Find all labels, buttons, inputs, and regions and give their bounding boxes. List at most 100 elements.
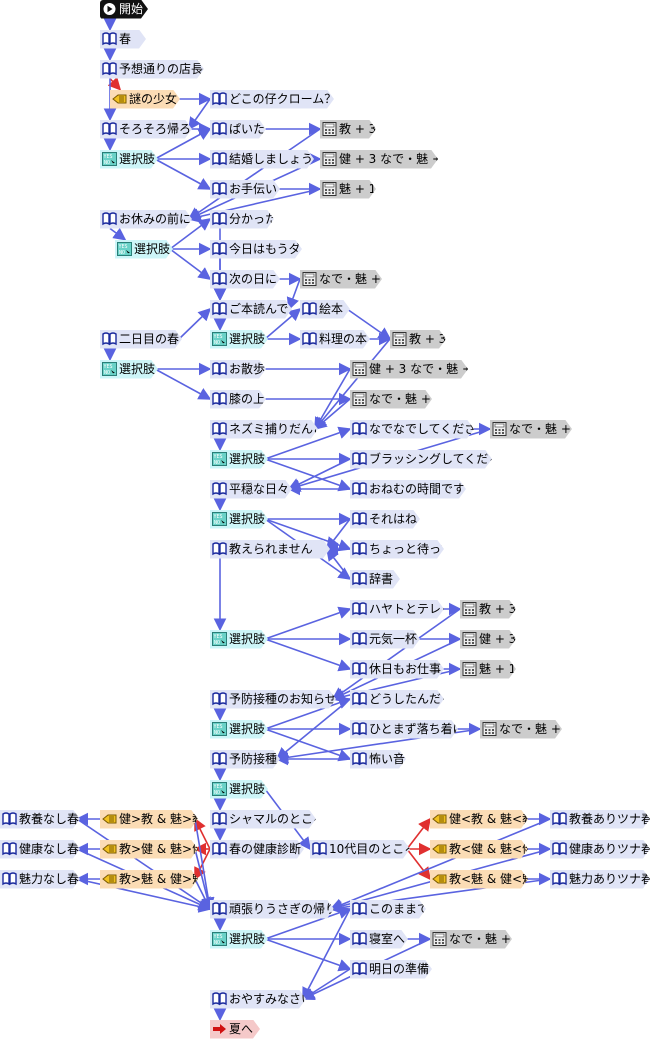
- scene-node[interactable]: それはね: [350, 510, 420, 529]
- scene-node[interactable]: 膝の上: [210, 390, 266, 409]
- book-icon: [352, 602, 367, 616]
- node-label: 選択肢: [119, 361, 156, 376]
- calc-node[interactable]: 教 + 3: [320, 120, 376, 139]
- scene-node[interactable]: 元気一杯: [350, 630, 420, 649]
- scene-node[interactable]: ちょっと待って: [350, 540, 444, 559]
- scene-node[interactable]: シャマルのところ: [210, 810, 316, 829]
- scene-node[interactable]: 教えられません: [210, 540, 330, 559]
- scene-node[interactable]: 予想通りの店長: [100, 60, 204, 79]
- calc-node[interactable]: 健 + 3 なで・魅 + 1: [320, 150, 438, 169]
- scene-node[interactable]: ブラッシングしてください: [350, 450, 492, 469]
- calc-node[interactable]: 教 + 3: [460, 600, 516, 619]
- node-label: 辞書: [369, 571, 394, 586]
- book-icon: [302, 302, 317, 316]
- calc-node[interactable]: なで・魅 + 1: [300, 270, 382, 289]
- scene-node[interactable]: 今日はもうダメ: [210, 240, 302, 259]
- scene-node[interactable]: おやすみなさい: [210, 990, 306, 1009]
- scene-node[interactable]: 寝室へ: [350, 930, 408, 949]
- branch-node[interactable]: 謎の少女: [110, 90, 180, 109]
- scene-node[interactable]: 魅力ありツナ春: [550, 870, 650, 889]
- branch-node[interactable]: 教<魅 & 健<魅: [430, 870, 528, 889]
- branch-node[interactable]: 健>教 & 魅>教: [100, 810, 198, 829]
- scene-node[interactable]: 魅力なし春: [0, 870, 80, 889]
- calc-node[interactable]: なで・魅 + 1: [480, 720, 562, 739]
- scene-node[interactable]: ぱいた: [210, 120, 266, 139]
- scene-node[interactable]: 健康なし春: [0, 840, 80, 859]
- calc-node[interactable]: なで・魅 + 1: [350, 390, 432, 409]
- scene-node[interactable]: そろそろ帰ろう: [100, 120, 192, 139]
- node-label: 教 + 3: [479, 601, 517, 616]
- scene-node[interactable]: お手伝い: [210, 180, 280, 199]
- book-icon: [352, 962, 367, 976]
- scene-node[interactable]: 二日目の春: [100, 330, 182, 349]
- node-label: 春: [119, 31, 132, 46]
- scene-node[interactable]: 料理の本: [300, 330, 370, 349]
- svg-text:YES: YES: [214, 514, 223, 520]
- flow-edge: [264, 606, 352, 640]
- calc-node[interactable]: 魅 + 1: [320, 180, 376, 199]
- scene-node[interactable]: なでなでしてください: [350, 420, 474, 439]
- start-node[interactable]: 開始: [100, 0, 148, 19]
- scene-node[interactable]: 休日もお仕事: [350, 660, 444, 679]
- book-icon: [212, 212, 227, 226]
- scene-node[interactable]: 健康ありツナ春: [550, 840, 650, 859]
- scene-node[interactable]: 予防接種のお知らせ: [210, 690, 336, 709]
- scene-node[interactable]: お散歩: [210, 360, 266, 379]
- scene-node[interactable]: 絵本: [300, 300, 350, 319]
- scene-node[interactable]: 春の健康診断: [210, 840, 304, 859]
- scene-node[interactable]: 予防接種: [210, 750, 280, 769]
- branch-node[interactable]: 教<健 & 魅<健: [430, 840, 528, 859]
- branch-node[interactable]: 教>健 & 魅>健: [100, 840, 198, 859]
- scene-node[interactable]: どこの仔クローム？: [210, 90, 334, 109]
- scene-node[interactable]: 教養なし春: [0, 810, 80, 829]
- calc-node[interactable]: 健 + 3 なで・魅 + 1: [350, 360, 468, 379]
- branch-node[interactable]: 教>魅 & 健>魅: [100, 870, 198, 889]
- scene-node[interactable]: 春: [100, 30, 146, 49]
- flow-edge: [406, 848, 431, 881]
- book-icon: [212, 272, 227, 286]
- scene-node[interactable]: 教養ありツナ春: [550, 810, 650, 829]
- scene-node[interactable]: 次の日に: [210, 270, 280, 289]
- calc-node[interactable]: なで・魅 + 1: [430, 930, 512, 949]
- scene-node[interactable]: 怖い音: [350, 750, 406, 769]
- scene-node[interactable]: ご本読んで: [210, 300, 292, 319]
- calc-node[interactable]: 魅 + 1: [460, 660, 516, 679]
- node-label: 平穏な日々: [229, 481, 290, 496]
- scene-node[interactable]: ハヤトとテレビ: [350, 600, 444, 619]
- scene-node[interactable]: どうしたんだ？: [350, 690, 444, 709]
- scene-node[interactable]: 辞書: [350, 570, 400, 589]
- node-label: なで・魅 + 1: [499, 721, 573, 736]
- scene-node[interactable]: 頑張りうさぎの帰り道: [210, 900, 334, 919]
- scene-node[interactable]: 平穏な日々: [210, 480, 292, 499]
- branch-node[interactable]: 健<教 & 魅<教: [430, 810, 528, 829]
- scene-node[interactable]: ひとまず落ち着け: [350, 720, 458, 739]
- scene-node[interactable]: 10代目のところ: [310, 840, 410, 859]
- end-node[interactable]: 夏へ: [210, 1020, 260, 1039]
- scene-node[interactable]: ネズミ捕りだんご: [210, 420, 318, 439]
- calc-node[interactable]: 健 + 3: [460, 630, 516, 649]
- scene-node[interactable]: 結婚しましょう: [210, 150, 314, 169]
- scene-node[interactable]: 分かった: [210, 210, 274, 229]
- scene-node[interactable]: おねむの時間です: [350, 480, 466, 499]
- scene-node[interactable]: 明日の準備: [350, 960, 432, 979]
- calc-node[interactable]: なで・魅 + 1: [490, 420, 572, 439]
- node-label: 健康なし春: [19, 841, 80, 856]
- calc-node[interactable]: 教 + 3: [390, 330, 446, 349]
- calculator-icon: [352, 392, 367, 406]
- scene-node[interactable]: このままで: [350, 900, 426, 919]
- scene-node[interactable]: お休みの前に: [100, 210, 192, 229]
- flow-edge: [154, 158, 212, 190]
